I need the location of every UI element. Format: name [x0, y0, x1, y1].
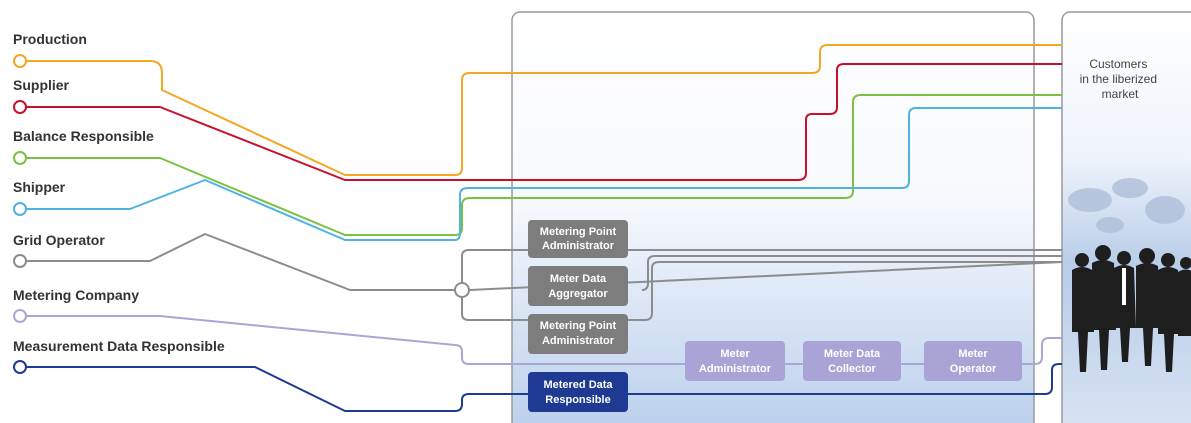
role-label-balance-responsible: Balance Responsible: [13, 128, 154, 144]
production-line: [26, 44, 1062, 176]
customers-silhouette-image: [1072, 245, 1191, 372]
role-list: Production Supplier Balance Responsible …: [13, 31, 225, 374]
measurement-data-line: [26, 363, 1062, 412]
supplier-line: [26, 63, 1062, 181]
role-node-grid-operator: [13, 254, 27, 268]
role-node-balance-responsible: [13, 151, 27, 165]
role-node-shipper: [13, 202, 27, 216]
role-label-shipper: Shipper: [13, 179, 66, 195]
role-label-production: Production: [13, 31, 87, 47]
role-node-measurement-data-responsible: [13, 360, 27, 374]
grid-operator-line: [26, 233, 455, 291]
world-map-icon: [1068, 178, 1185, 233]
grid-operator-branches: [461, 249, 1063, 321]
role-label-metering-company: Metering Company: [13, 287, 139, 303]
shipper-line: [26, 107, 1062, 241]
role-node-production: [13, 54, 27, 68]
role-label-grid-operator: Grid Operator: [13, 232, 105, 248]
customers-label: Customers in the liberized market: [1080, 57, 1161, 101]
role-node-supplier: [13, 100, 27, 114]
role-label-supplier: Supplier: [13, 77, 70, 93]
metering-company-line: [26, 315, 1062, 365]
role-node-metering-company: [13, 309, 27, 323]
connection-lines: [26, 44, 1063, 412]
role-label-measurement-data-responsible: Measurement Data Responsible: [13, 338, 225, 354]
grid-junction-node: [454, 282, 470, 298]
